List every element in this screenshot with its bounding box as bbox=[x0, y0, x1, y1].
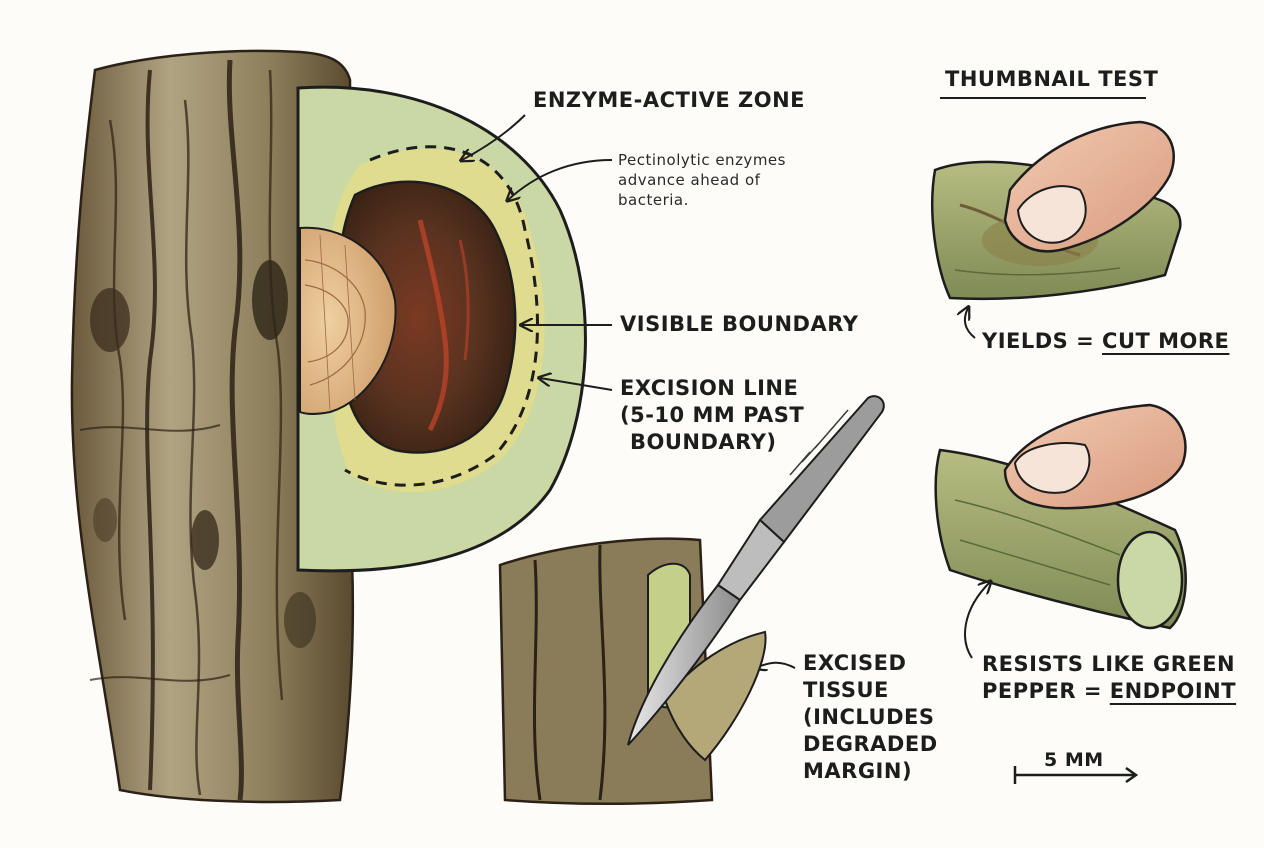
excised-tissue-line-1: EXCISED bbox=[803, 651, 907, 675]
enzyme-note: Pectinolytic enzymes advance ahead of ba… bbox=[618, 150, 786, 210]
excised-tissue-line-3: (INCLUDES bbox=[803, 705, 935, 729]
resists-result: RESISTS LIKE GREEN PEPPER = ENDPOINT bbox=[982, 651, 1236, 705]
resists-prefix: PEPPER = bbox=[982, 679, 1110, 703]
endpoint-text: ENDPOINT bbox=[1109, 679, 1237, 703]
yielding-stem bbox=[931, 120, 1182, 301]
enzyme-zone-label: ENZYME-ACTIVE ZONE bbox=[533, 88, 806, 112]
excised-tissue-line-5: MARGIN) bbox=[803, 759, 913, 783]
scale-bar-line bbox=[1013, 766, 1139, 784]
yields-prefix: YIELDS = bbox=[982, 329, 1103, 353]
cut-more-text: CUT MORE bbox=[1102, 329, 1230, 353]
enzyme-note-line-2: advance ahead of bbox=[618, 171, 761, 189]
test-arrows bbox=[965, 308, 990, 659]
excised-tissue-line-4: DEGRADED bbox=[803, 732, 938, 756]
excision-line-line-3: BOUNDARY) bbox=[630, 430, 777, 454]
thumbnail-test-title: THUMBNAIL TEST bbox=[945, 67, 1159, 91]
scale-bar-label: 5 MM bbox=[1044, 749, 1104, 771]
scalpel bbox=[627, 395, 885, 746]
excision-line-label: EXCISION LINE (5-10 MM PAST BOUNDARY) bbox=[620, 375, 804, 456]
resists-line-1: RESISTS LIKE GREEN bbox=[982, 652, 1236, 676]
excision-scene bbox=[498, 537, 767, 805]
cross-section bbox=[296, 85, 587, 573]
bark-trunk bbox=[70, 49, 355, 804]
enzyme-note-line-1: Pectinolytic enzymes bbox=[618, 151, 786, 169]
enzyme-note-line-3: bacteria. bbox=[618, 191, 689, 209]
excised-tissue-line-2: TISSUE bbox=[803, 678, 889, 702]
visible-boundary-label: VISIBLE BOUNDARY bbox=[620, 312, 859, 336]
yields-result: YIELDS = CUT MORE bbox=[982, 328, 1229, 355]
excision-line-line-2: (5-10 MM PAST bbox=[620, 403, 805, 427]
excised-tissue-label: EXCISED TISSUE (INCLUDES DEGRADED MARGIN… bbox=[803, 650, 938, 785]
resisting-stem bbox=[934, 403, 1187, 630]
excision-line-line-1: EXCISION LINE bbox=[620, 376, 799, 400]
